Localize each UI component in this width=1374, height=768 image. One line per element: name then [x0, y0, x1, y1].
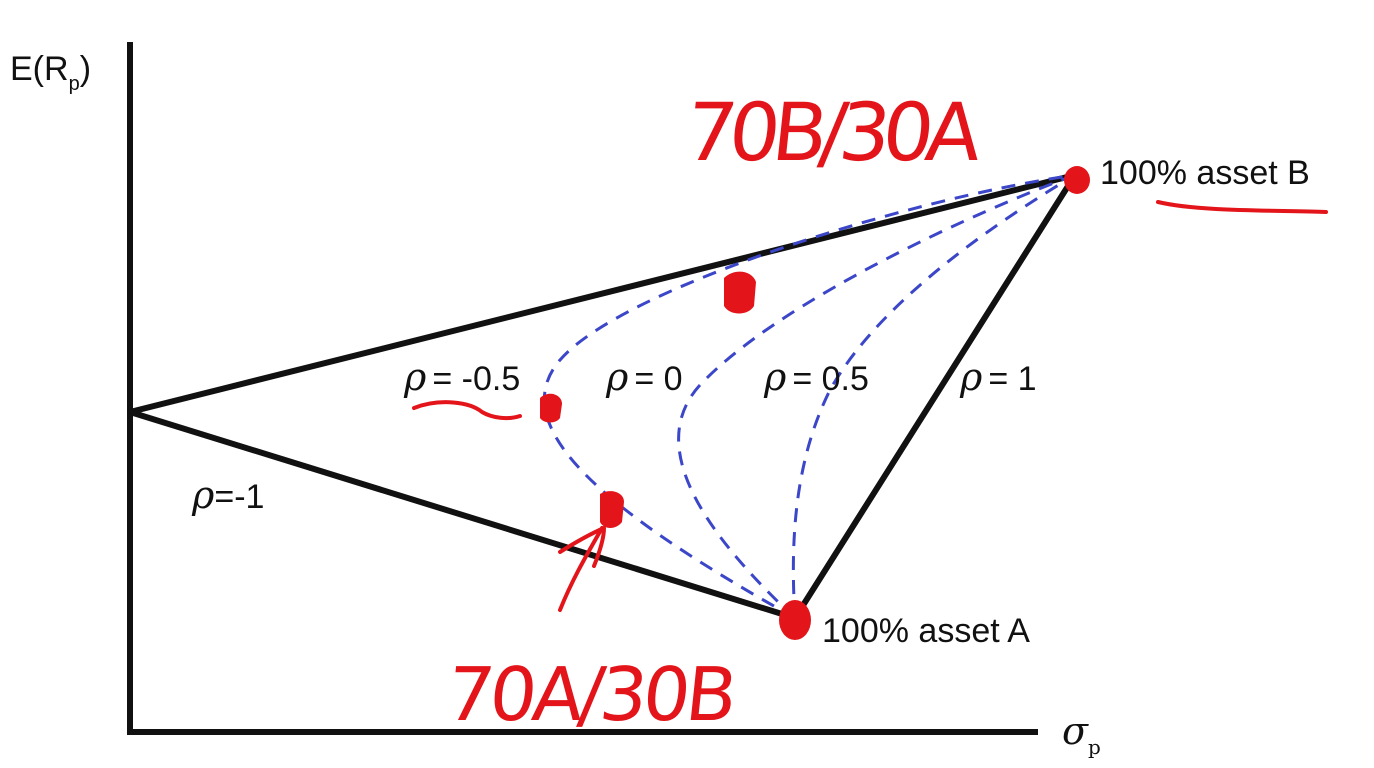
rho-minus-one-upper-line: [127, 172, 1078, 415]
rho-one-line: [792, 172, 1078, 621]
x-axis-label: σp: [1062, 709, 1101, 759]
rho-zero-label: ρ= 0: [605, 355, 683, 399]
annotation-70b-30a: 70B/30A: [681, 86, 986, 179]
rho-zero-curve: [677, 173, 1076, 620]
rho-minus-one-lower-line: [127, 409, 798, 621]
asset-b-marker: [1064, 166, 1090, 194]
portfolio-70b-30a-marker: [724, 271, 756, 314]
rho-half-label: ρ= 0.5: [763, 355, 869, 399]
arrow-shaft: [558, 526, 604, 612]
asset-a-label: 100% asset A: [822, 612, 1030, 650]
asset-a-marker: [779, 600, 811, 640]
portfolio-70a-30b-marker: [600, 491, 624, 528]
min-variance-marker: [540, 393, 562, 423]
y-axis-label: E(Rp): [10, 50, 91, 95]
annotation-70a-30b: 70A/30B: [442, 652, 741, 738]
rho-half-curve: [791, 173, 1076, 619]
rho-minus-half-underline: [412, 400, 522, 421]
rho-minus-half-curve: [542, 173, 1076, 620]
arrow-head: [558, 526, 606, 568]
asset-b-underline: [1156, 200, 1328, 214]
asset-b-label: 100% asset B: [1100, 154, 1310, 192]
rho-one-label: ρ= 1: [959, 355, 1037, 399]
rho-minus-one-label: ρ=-1: [191, 473, 264, 517]
rho-minus-half-label: ρ= -0.5: [403, 355, 520, 399]
